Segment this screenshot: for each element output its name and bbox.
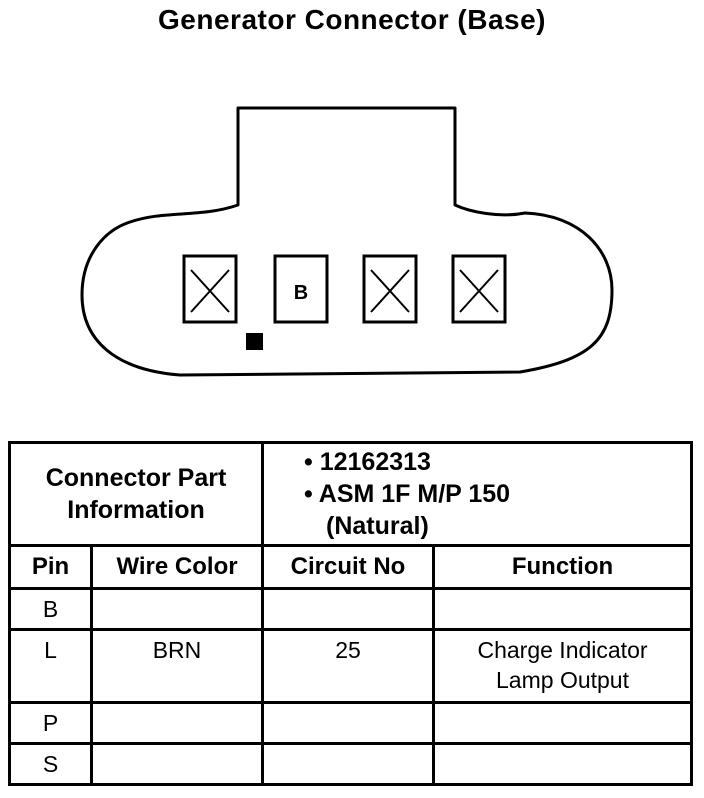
function-line2: Lamp Output — [496, 667, 629, 693]
part-number-1: • 12162313 — [304, 448, 431, 476]
cavity-4-plugged — [451, 254, 507, 324]
pin-cell: S — [8, 742, 93, 786]
cavity-1-plugged — [182, 254, 238, 324]
part-info-label-line1: Connector Part — [45, 464, 227, 492]
wire-color-cell — [90, 742, 264, 786]
connector-info-table: Connector Part Information • 12162313 • … — [8, 441, 694, 786]
function-cell — [431, 701, 694, 745]
cavity-b-label: B — [294, 282, 308, 304]
part-info-label-line2: Information — [67, 496, 205, 524]
diagram-title: Generator Connector (Base) — [158, 4, 546, 35]
wire-color-cell — [90, 701, 264, 745]
function-cell — [431, 587, 694, 631]
function-cell: Charge Indicator Lamp Output — [431, 628, 694, 704]
part-note: (Natural) — [326, 512, 429, 540]
table-row: S — [8, 742, 694, 786]
cavity-3-plugged — [362, 254, 418, 324]
part-numbers: • 12162313 • ASM 1F M/P 150 (Natural) — [260, 441, 694, 547]
part-info-label: Connector Part Information — [8, 441, 264, 547]
wire-color-cell — [90, 587, 264, 631]
header-wire-color: Wire Color — [90, 544, 264, 590]
table-row: L BRN 25 Charge Indicator Lamp Output — [8, 628, 694, 704]
pin-one-indicator — [246, 333, 263, 350]
cavity-b: B — [273, 254, 329, 324]
circuit-no-cell — [261, 701, 435, 745]
circuit-no-cell — [261, 587, 435, 631]
function-line1: Charge Indicator — [477, 637, 648, 663]
connector-face-drawing: B — [80, 106, 614, 377]
connector-outline — [80, 106, 614, 377]
circuit-no-cell — [261, 742, 435, 786]
table-row: P — [8, 701, 694, 745]
circuit-no-cell: 25 — [261, 628, 435, 704]
column-header-row: Pin Wire Color Circuit No Function — [8, 544, 694, 590]
header-circuit-no: Circuit No — [261, 544, 435, 590]
pin-cell: B — [8, 587, 93, 631]
part-number-2: • ASM 1F M/P 150 — [304, 480, 511, 508]
pin-cell: P — [8, 701, 93, 745]
wire-color-cell: BRN — [90, 628, 264, 704]
pin-cell: L — [8, 628, 93, 704]
header-function: Function — [431, 544, 694, 590]
header-pin: Pin — [8, 544, 93, 590]
part-info-row: Connector Part Information • 12162313 • … — [8, 441, 694, 547]
function-cell — [431, 742, 694, 786]
table-row: B — [8, 587, 694, 631]
